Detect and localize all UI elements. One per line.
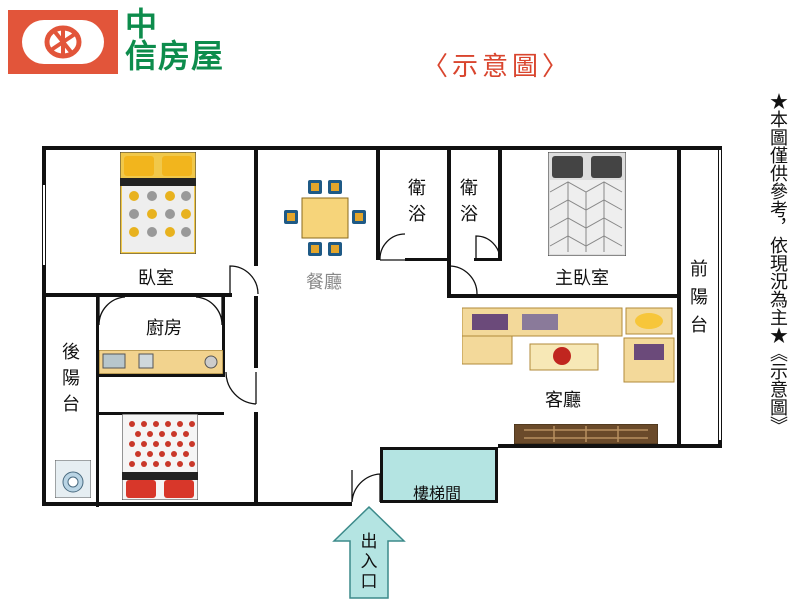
wall-bath1-left <box>376 146 380 260</box>
door-kitchen-icon <box>98 296 126 326</box>
room-label-dining: 餐廳 <box>306 272 342 293</box>
washing-machine-icon <box>55 460 91 498</box>
kitchen-counter-icon <box>99 350 223 374</box>
logo-emblem <box>22 20 104 64</box>
wall-bath2-bottom <box>474 258 502 261</box>
door-master-icon <box>448 265 478 296</box>
wall-master-right <box>677 146 681 446</box>
door-kitchen2-icon <box>195 296 223 326</box>
door-bedroom2-icon <box>225 371 257 405</box>
wall-bath1-bottom <box>405 258 449 261</box>
entrance-label: 出入口 <box>360 532 378 592</box>
tv-cabinet-icon <box>514 424 658 444</box>
disclaimer-note: ★本圖僅供參考，依現況為主★《示意圖》 <box>767 92 788 434</box>
stairwell-room <box>380 447 498 503</box>
wall-entrance-left <box>256 502 352 506</box>
sofa-set-icon <box>462 307 675 383</box>
logo-mark-icon <box>44 25 82 59</box>
wall-bedroom2-right <box>254 412 258 506</box>
dining-table-icon <box>284 180 366 256</box>
wall-kitchen-bottom <box>96 374 224 377</box>
wall-bedroom-bottom <box>42 293 232 297</box>
room-label-front-balcony: 前陽台 <box>690 259 708 336</box>
wall-bottom-left <box>42 502 260 506</box>
door-entrance-icon <box>351 470 381 503</box>
wall-bedroom2-right-upper <box>254 296 258 368</box>
door-bath2-icon <box>475 235 501 261</box>
room-label-stairwell: 樓梯間 <box>413 484 462 503</box>
bed-yellow-icon <box>120 152 196 254</box>
window-front-balcony <box>718 150 722 440</box>
diagram-title: 〈示意圖〉 <box>422 52 573 82</box>
logo-text-line1: 中 <box>125 5 158 43</box>
door-bedroom-icon <box>229 265 259 296</box>
room-label-bedroom: 臥室 <box>138 268 174 289</box>
room-label-kitchen: 廚房 <box>146 318 182 339</box>
room-label-living-room: 客廳 <box>545 390 581 411</box>
wall-bath1-right <box>447 146 451 296</box>
wall-top <box>42 146 722 150</box>
wall-kitchen-right <box>222 297 225 377</box>
wall-bath2-right <box>498 146 502 260</box>
entrance-arrow-icon <box>332 505 406 599</box>
wall-bedroom-right <box>254 146 258 266</box>
bed-gray-icon <box>548 152 626 256</box>
wall-kitchen-left <box>96 297 99 507</box>
room-label-bath-right: 衛浴 <box>460 178 478 225</box>
wall-left <box>42 146 46 506</box>
window-left <box>42 185 46 265</box>
room-label-rear-balcony: 後陽台 <box>62 342 80 415</box>
room-label-master-bedroom: 主臥室 <box>555 268 609 289</box>
logo-text-line2: 信房屋 <box>125 37 225 75</box>
wall-bottom-right <box>498 444 722 448</box>
room-label-bath-left: 衛浴 <box>408 178 426 225</box>
door-bath1-icon <box>379 233 406 261</box>
bed-red-icon <box>122 414 198 500</box>
wall-master-bottom <box>447 294 679 298</box>
